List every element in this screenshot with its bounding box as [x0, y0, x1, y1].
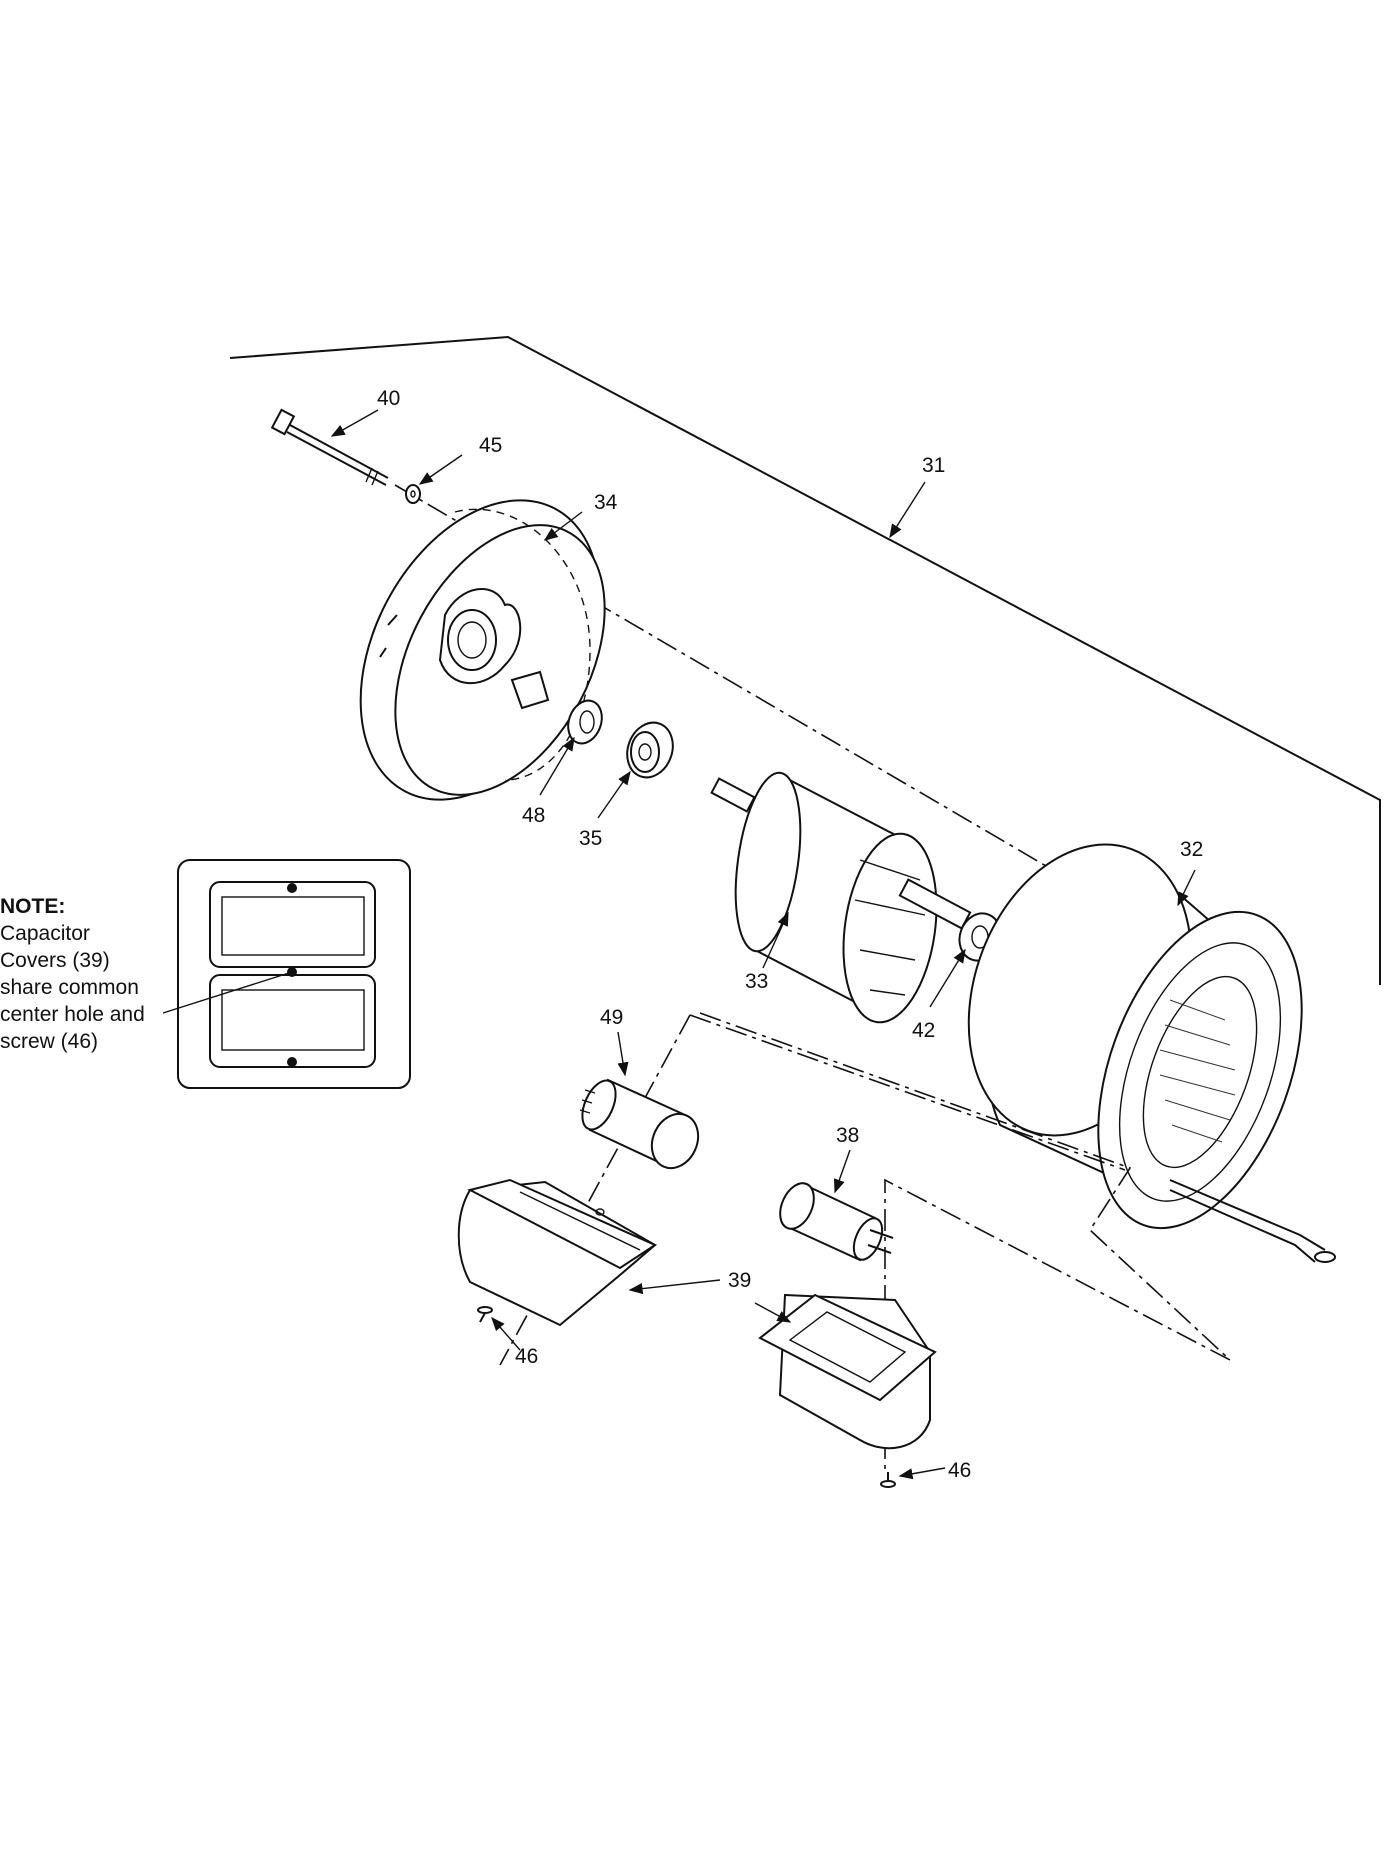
leader-45: [418, 454, 463, 485]
callout-39: 39: [728, 1269, 751, 1292]
rotor-part-33: [710, 771, 972, 1024]
note-inset-diagram: [162, 859, 411, 1089]
leader-35: [597, 770, 631, 819]
callout-38: 38: [836, 1124, 859, 1147]
capacitor-cover-left-part-39: [457, 1178, 658, 1327]
note-line-3: share common: [0, 976, 139, 999]
note-line-4: center hole and: [0, 1003, 145, 1026]
leader-40: [330, 409, 379, 437]
leader-46-b: [898, 1467, 946, 1480]
capacitor-part-38: [779, 1182, 894, 1262]
note-line-5: screw (46): [0, 1030, 98, 1053]
callout-33: 33: [745, 970, 768, 993]
leader-33: [762, 911, 789, 969]
leader-38: [833, 1149, 851, 1194]
bearing-part-35: [626, 721, 674, 779]
callout-34: 34: [594, 491, 618, 514]
screw-part-46-a: [477, 1306, 493, 1323]
callout-46-b: 46: [948, 1459, 971, 1482]
capacitor-part-49: [579, 1078, 700, 1170]
leader-49: [617, 1031, 629, 1077]
screw-part-46-b: [880, 1472, 896, 1488]
stator-part-32: [967, 843, 1336, 1263]
capacitor-dash-path-a: [689, 1014, 1126, 1171]
callout-49: 49: [600, 1006, 623, 1029]
callout-46-a: 46: [515, 1345, 538, 1368]
leader-46-a: [491, 1316, 521, 1351]
callout-42: 42: [912, 1019, 935, 1042]
leader-48: [539, 736, 575, 796]
callout-35: 35: [579, 827, 602, 850]
callout-48: 48: [522, 804, 545, 827]
callout-31: 31: [922, 454, 945, 477]
leader-31: [889, 481, 926, 539]
washer-part-48: [567, 699, 603, 745]
end-bell-part-34: [359, 499, 606, 801]
capacitor-dash-path-c: [699, 1012, 1231, 1475]
leader-39-left: [628, 1279, 721, 1295]
callout-32: 32: [1180, 838, 1203, 861]
note-line-1: Capacitor: [0, 922, 90, 945]
leader-39-right: [754, 1302, 792, 1323]
note-line-2: Covers (39): [0, 949, 110, 972]
assembly-bracket-31: [229, 335, 1381, 985]
leader-42: [929, 948, 966, 1008]
leader-34: [543, 511, 583, 541]
nut-part-45: [405, 484, 421, 504]
callout-40: 40: [377, 387, 400, 410]
capacitor-cover-right-part-39: [758, 1293, 937, 1450]
capacitor-dash-path-b: [499, 1014, 691, 1366]
through-bolt-part-40: [270, 408, 389, 486]
leader-32: [1177, 869, 1196, 907]
callout-45: 45: [479, 434, 502, 457]
note-title: NOTE:: [0, 895, 65, 918]
